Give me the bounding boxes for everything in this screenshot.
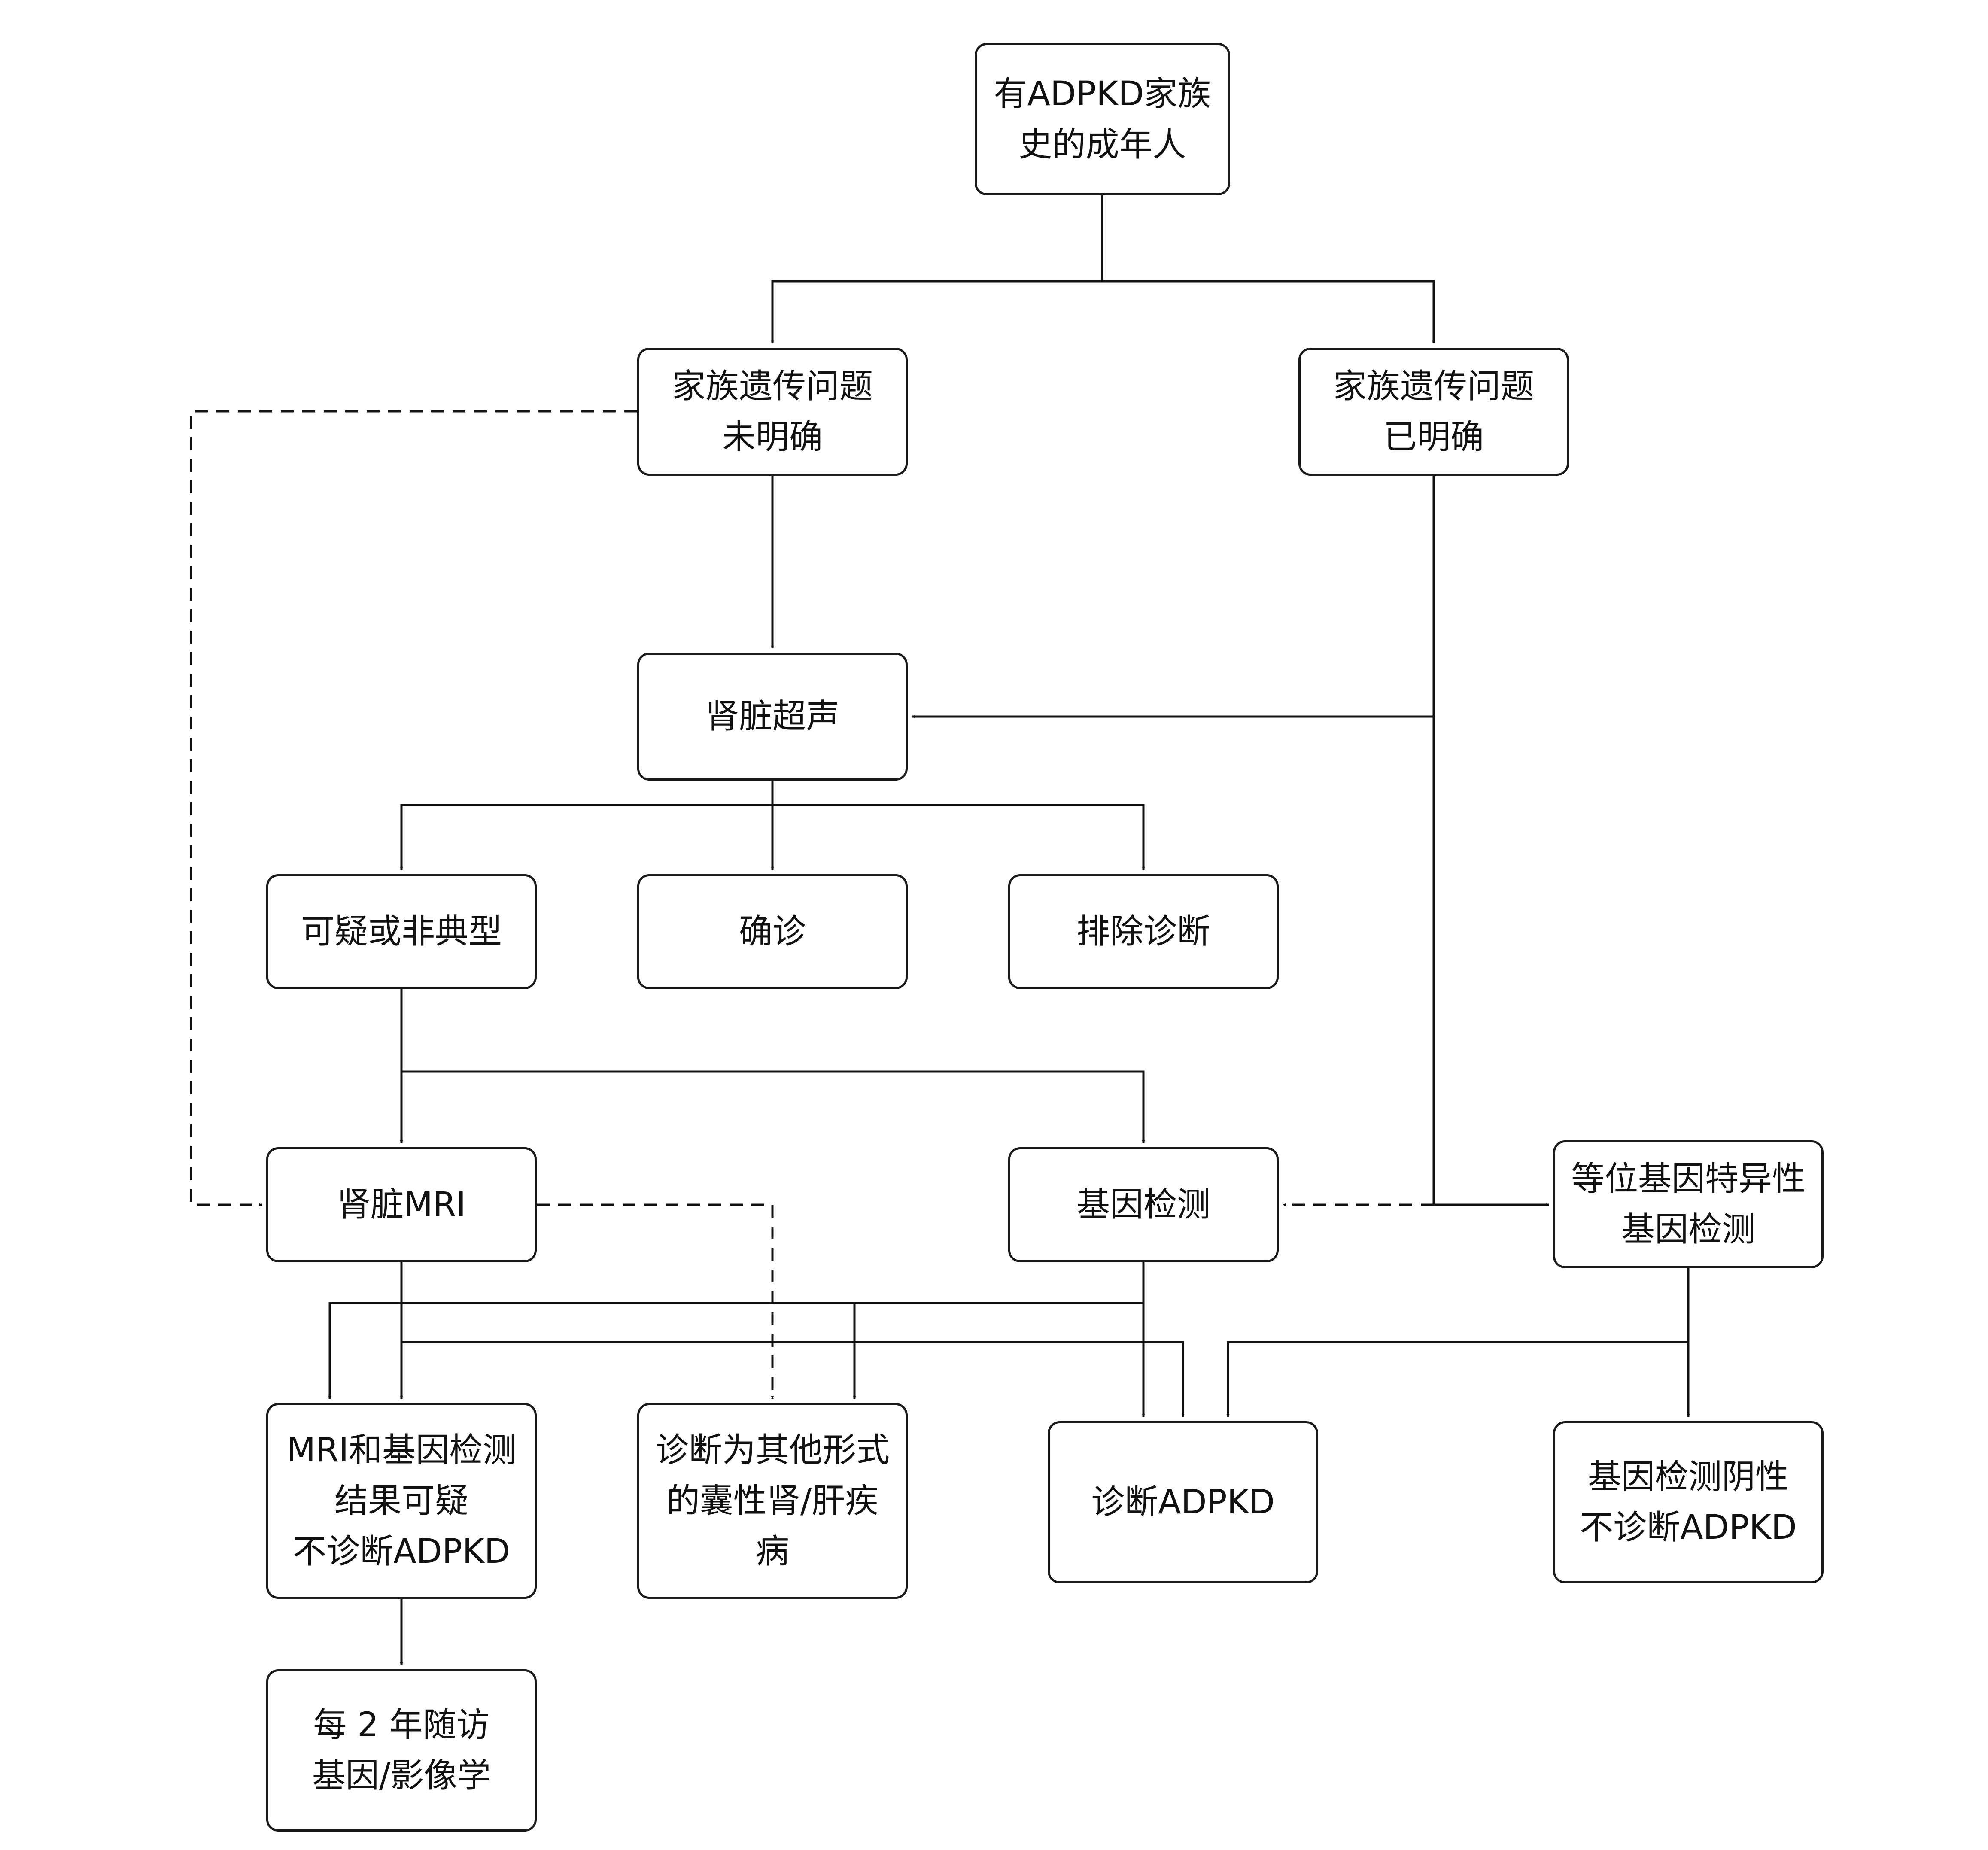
edge-start-to-clear: [1101, 195, 1435, 344]
node-label: 家族遗传问题未明确: [672, 361, 873, 462]
edge-clear-to-us: [912, 476, 1435, 718]
node-label: 诊断为其他形式的囊性肾/肝疾病: [655, 1425, 890, 1577]
node-label-line: 基因检测阴性: [1587, 1458, 1789, 1496]
edge-clear-to-allele: [1432, 717, 1549, 1206]
node-label: 等位基因特异性基因检测: [1571, 1154, 1806, 1255]
node-follow-up-every-2-years: 每 2 年随访基因/影像学: [266, 1669, 537, 1832]
node-label-line: 不诊断ADPKD: [293, 1532, 510, 1571]
edge-susp-to-gene: [401, 1070, 1145, 1143]
node-label-line: 不诊断ADPKD: [1580, 1508, 1797, 1547]
edge-us-to-exclude: [772, 804, 1145, 870]
node-label-line: 诊断ADPKD: [1091, 1483, 1275, 1522]
node-label: 每 2 年随访基因/影像学: [312, 1700, 491, 1801]
node-label: 基因检测阴性不诊断ADPKD: [1580, 1452, 1797, 1553]
edge-unclear-to-mri: [190, 410, 637, 1206]
node-label-line: 已明确: [1383, 418, 1484, 456]
node-label: 肾脏MRI: [337, 1179, 466, 1230]
node-label-line: 基因检测: [1621, 1210, 1755, 1249]
node-label-line: MRI和基因检测: [286, 1431, 517, 1470]
node-label-line: 排除诊断: [1076, 912, 1210, 951]
node-renal-ultrasound: 肾脏超声: [637, 653, 908, 781]
node-label: 排除诊断: [1076, 906, 1210, 957]
node-label-line: 病: [755, 1532, 789, 1571]
node-adpkd-diagnosed: 诊断ADPKD: [1048, 1421, 1318, 1583]
node-label: MRI和基因检测结果可疑不诊断ADPKD: [287, 1425, 517, 1577]
edge-mri-to-adpkd: [401, 1341, 1185, 1417]
node-label: 基因检测: [1076, 1179, 1210, 1230]
node-label-line: 每 2 年随访: [313, 1706, 490, 1744]
node-allele-specific-genetic-testing: 等位基因特异性基因检测: [1553, 1140, 1824, 1268]
node-label-line: 肾脏超声: [705, 697, 839, 736]
edge-allele-to-adpkd: [1226, 1268, 1690, 1417]
node-adult-with-family-history: 有ADPKD家族史的成年人: [975, 43, 1230, 195]
node-label-line: 史的成年人: [1018, 125, 1186, 164]
node-renal-mri: 肾脏MRI: [266, 1147, 537, 1262]
node-label-line: 基因检测: [1076, 1185, 1210, 1224]
node-label-line: 诊断为其他形式: [655, 1431, 890, 1470]
edge-gene-to-inconcl: [328, 1262, 1145, 1399]
edge-us-to-susp: [400, 781, 774, 870]
node-confirmed-diagnosis: 确诊: [637, 874, 908, 989]
node-genetic-negative-not-adpkd: 基因检测阴性不诊断ADPKD: [1553, 1421, 1824, 1583]
node-label-line: 有ADPKD家族: [994, 74, 1211, 113]
node-label: 肾脏超声: [705, 691, 839, 742]
node-label: 确诊: [739, 906, 806, 957]
edge-start-to-unclear: [771, 195, 1103, 344]
node-label-line: 结果可疑: [334, 1482, 468, 1520]
node-label-line: 未明确: [722, 418, 823, 456]
node-genetic-testing: 基因检测: [1008, 1147, 1279, 1262]
node-label-line: 家族遗传问题: [1333, 367, 1534, 406]
node-diagnosis-excluded: 排除诊断: [1008, 874, 1279, 989]
node-label: 诊断ADPKD: [1091, 1477, 1275, 1528]
node-other-cystic-kidney-liver-disease: 诊断为其他形式的囊性肾/肝疾病: [637, 1403, 908, 1599]
node-label-line: 基因/影像学: [312, 1756, 491, 1795]
node-label-line: 可疑或非典型: [301, 912, 502, 951]
node-label-line: 等位基因特异性: [1571, 1160, 1806, 1198]
node-family-genetics-clear: 家族遗传问题已明确: [1298, 348, 1569, 476]
node-label: 有ADPKD家族史的成年人: [994, 69, 1211, 170]
node-label-line: 家族遗传问题: [672, 367, 873, 406]
node-label: 可疑或非典型: [301, 906, 502, 957]
node-label-line: 确诊: [739, 912, 806, 951]
node-label-line: 的囊性肾/肝疾: [666, 1482, 879, 1520]
node-mri-genetic-inconclusive: MRI和基因检测结果可疑不诊断ADPKD: [266, 1403, 537, 1599]
node-label: 家族遗传问题已明确: [1333, 361, 1534, 462]
node-label-line: 肾脏MRI: [337, 1185, 466, 1224]
node-suspicious-or-atypical: 可疑或非典型: [266, 874, 537, 989]
node-family-genetics-unclear: 家族遗传问题未明确: [637, 348, 908, 476]
edge-mri-to-other: [537, 1203, 774, 1399]
